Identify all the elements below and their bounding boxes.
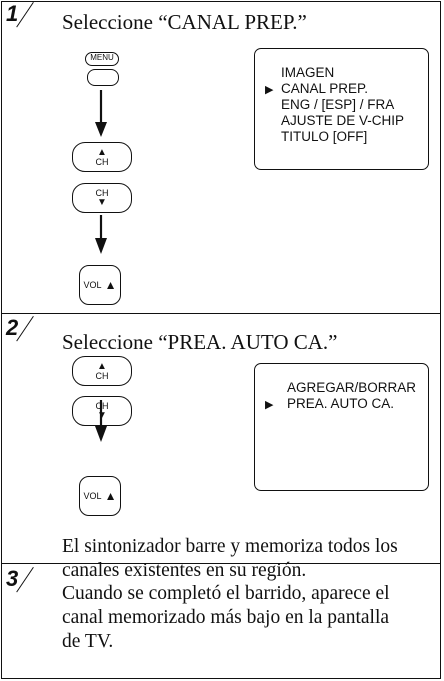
ch-up-label: CH	[95, 156, 109, 167]
up-triangle-icon: ▲	[104, 489, 117, 503]
vol-up-button[interactable]: VOL ▲	[79, 476, 121, 516]
screen-item: IMAGEN	[281, 65, 335, 80]
up-triangle-icon: ▲	[97, 146, 107, 158]
step-divider-1	[1, 313, 441, 314]
ch-down-label: CH	[95, 400, 109, 411]
ch-up-button[interactable]: ▲ CH	[72, 356, 132, 386]
menu-button[interactable]	[87, 69, 119, 86]
ch-down-button[interactable]: CH ▼	[72, 183, 132, 213]
ch-down-button[interactable]: CH ▼	[72, 396, 132, 426]
selection-arrow-icon: ▶	[265, 399, 274, 411]
ch-down-label: CH	[95, 187, 109, 198]
up-triangle-icon: ▲	[104, 278, 117, 292]
step-divider-2	[1, 563, 441, 564]
ch-up-button[interactable]: ▲ CH	[72, 142, 132, 172]
step-2-heading: Seleccione “PREA. AUTO CA.”	[62, 330, 338, 354]
menu-label: MENU	[85, 52, 119, 66]
vol-up-label: VOL	[83, 491, 102, 501]
step-number-2: 2	[6, 315, 19, 340]
selection-arrow-icon: ▶	[265, 84, 274, 96]
screen-item: TITULO [OFF]	[281, 129, 368, 144]
screen-item: ENG / [ESP] / FRA	[281, 97, 395, 112]
step-number-1: 1	[6, 1, 19, 26]
tv-menu-screen-2: AGREGAR/BORRAR ▶ PREA. AUTO CA.	[254, 363, 429, 491]
step-3-description: Cuando se completó el barrido, aparece e…	[62, 583, 390, 652]
down-triangle-icon: ▼	[97, 196, 107, 208]
step-1-heading: Seleccione “CANAL PREP.”	[62, 10, 307, 34]
ch-up-label: CH	[95, 370, 109, 381]
up-triangle-icon: ▲	[97, 360, 107, 372]
vol-up-label: VOL	[83, 280, 102, 290]
screen-item: AGREGAR/BORRAR	[287, 380, 417, 395]
screen-item-selected: PREA. AUTO CA.	[287, 396, 395, 411]
step-2-description: El sintonizador barre y memoriza todos l…	[62, 536, 398, 581]
screen-item: AJUSTE DE V-CHIP	[281, 113, 405, 128]
screen-item-selected: CANAL PREP.	[281, 81, 369, 96]
vol-up-button[interactable]: VOL ▲	[79, 265, 121, 305]
tv-menu-screen-1: IMAGEN ▶ CANAL PREP. ENG / [ESP] / FRA A…	[254, 48, 429, 170]
step-number-3: 3	[6, 566, 19, 591]
down-triangle-icon: ▼	[97, 409, 107, 421]
